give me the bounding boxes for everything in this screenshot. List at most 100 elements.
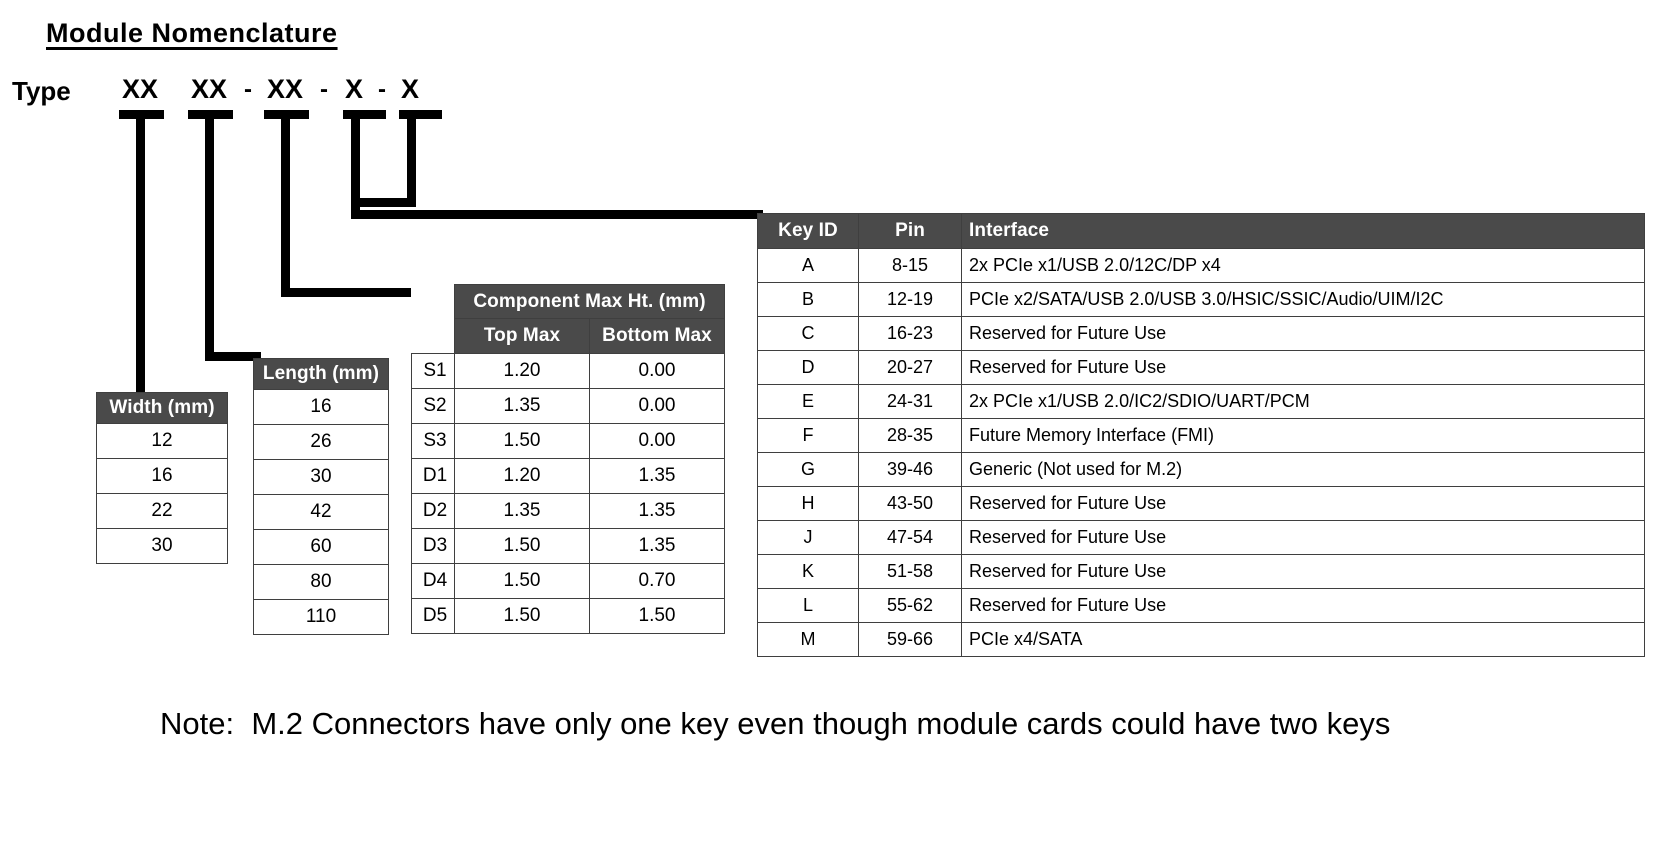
nomenclature-separator-2: - xyxy=(320,76,328,103)
nomenclature-separator-3: - xyxy=(378,76,386,103)
leader-vertical-key-a xyxy=(351,110,360,210)
pin-cell: 39-46 xyxy=(858,452,962,487)
key-id-cell: K xyxy=(757,554,859,589)
table-row: S3 1.50 0.00 xyxy=(411,422,725,459)
key-id-cell: J xyxy=(757,520,859,555)
length-value: 26 xyxy=(253,424,389,460)
interface-cell: PCIe x2/SATA/USB 2.0/USB 3.0/HSIC/SSIC/A… xyxy=(961,282,1645,317)
table-row: B 12-19 PCIe x2/SATA/USB 2.0/USB 3.0/HSI… xyxy=(757,282,1645,317)
note-text: Note: M.2 Connectors have only one key e… xyxy=(160,706,1391,741)
table-row: 80 xyxy=(253,564,389,600)
cmh-code: D5 xyxy=(411,597,455,634)
nomenclature-field-component-height: XX xyxy=(266,74,304,104)
cmh-top-max: 1.50 xyxy=(454,562,590,599)
table-row: 16 xyxy=(96,458,228,494)
cmh-code: D3 xyxy=(411,527,455,564)
interface-cell: Reserved for Future Use xyxy=(961,520,1645,555)
key-id-cell: A xyxy=(757,248,859,283)
table-row: E 24-31 2x PCIe x1/USB 2.0/IC2/SDIO/UART… xyxy=(757,384,1645,419)
interface-cell: Future Memory Interface (FMI) xyxy=(961,418,1645,453)
key-id-cell: F xyxy=(757,418,859,453)
cmh-bottom-max: 1.35 xyxy=(589,527,725,564)
cmh-subheader-top-max: Top Max xyxy=(454,318,590,354)
width-table-header: Width (mm) xyxy=(96,392,228,424)
table-row: 42 xyxy=(253,494,389,530)
interface-cell: Reserved for Future Use xyxy=(961,350,1645,385)
table-row: K 51-58 Reserved for Future Use xyxy=(757,554,1645,589)
cmh-top-max: 1.20 xyxy=(454,352,590,389)
table-row: L 55-62 Reserved for Future Use xyxy=(757,588,1645,623)
table-row: 30 xyxy=(253,459,389,495)
width-value: 30 xyxy=(96,528,228,564)
table-row: G 39-46 Generic (Not used for M.2) xyxy=(757,452,1645,487)
leader-horizontal-component-height xyxy=(281,288,417,297)
cmh-bottom-max: 0.00 xyxy=(589,422,725,459)
cmh-table-header: Component Max Ht. (mm) xyxy=(454,284,725,319)
cmh-code: S3 xyxy=(411,422,455,459)
table-row: F 28-35 Future Memory Interface (FMI) xyxy=(757,418,1645,453)
pin-cell: 8-15 xyxy=(858,248,962,283)
pin-cell: 28-35 xyxy=(858,418,962,453)
leader-vertical-length xyxy=(205,110,214,360)
key-table-header-pin: Pin xyxy=(858,213,962,249)
cmh-top-max: 1.50 xyxy=(454,422,590,459)
table-row: J 47-54 Reserved for Future Use xyxy=(757,520,1645,555)
width-table: Width (mm) 12 16 22 30 xyxy=(96,392,228,564)
leader-vertical-key-b xyxy=(407,110,416,198)
cmh-bottom-max: 1.35 xyxy=(589,457,725,494)
table-row: D3 1.50 1.35 xyxy=(411,527,725,564)
interface-cell: Reserved for Future Use xyxy=(961,486,1645,521)
table-row: D4 1.50 0.70 xyxy=(411,562,725,599)
width-value: 22 xyxy=(96,493,228,529)
cmh-corner-spacer xyxy=(412,285,455,319)
key-id-table: Key ID Pin Interface A 8-15 2x PCIe x1/U… xyxy=(757,213,1645,657)
nomenclature-field-length: XX xyxy=(190,74,228,104)
leader-horizontal-key-table xyxy=(351,210,763,219)
pin-cell: 24-31 xyxy=(858,384,962,419)
pin-cell: 16-23 xyxy=(858,316,962,351)
width-value: 12 xyxy=(96,423,228,459)
cmh-top-max: 1.20 xyxy=(454,457,590,494)
table-row: 22 xyxy=(96,493,228,529)
length-value: 110 xyxy=(253,599,389,635)
component-max-height-table: Component Max Ht. (mm) Top Max Bottom Ma… xyxy=(411,284,725,634)
nomenclature-separator-1: - xyxy=(244,76,252,103)
leader-cap-key-b xyxy=(399,110,442,119)
pin-cell: 20-27 xyxy=(858,350,962,385)
table-row: 110 xyxy=(253,599,389,635)
key-table-header-key-id: Key ID xyxy=(757,213,859,249)
cmh-top-max: 1.50 xyxy=(454,597,590,634)
length-value: 80 xyxy=(253,564,389,600)
pin-cell: 12-19 xyxy=(858,282,962,317)
width-value: 16 xyxy=(96,458,228,494)
cmh-code: S2 xyxy=(411,387,455,424)
table-row: 12 xyxy=(96,423,228,459)
table-row: M 59-66 PCIe x4/SATA xyxy=(757,622,1645,657)
interface-cell: Reserved for Future Use xyxy=(961,316,1645,351)
table-row: D 20-27 Reserved for Future Use xyxy=(757,350,1645,385)
table-row: 16 xyxy=(253,389,389,425)
leader-vertical-component-height xyxy=(281,110,290,296)
length-value: 16 xyxy=(253,389,389,425)
cmh-subheader-bottom-max: Bottom Max xyxy=(589,318,725,354)
table-row: C 16-23 Reserved for Future Use xyxy=(757,316,1645,351)
key-id-cell: B xyxy=(757,282,859,317)
interface-cell: PCIe x4/SATA xyxy=(961,622,1645,657)
cmh-bottom-max: 1.50 xyxy=(589,597,725,634)
length-value: 60 xyxy=(253,529,389,565)
length-table-header: Length (mm) xyxy=(253,358,389,390)
pin-cell: 43-50 xyxy=(858,486,962,521)
key-id-cell: M xyxy=(757,622,859,657)
cmh-bottom-max: 0.00 xyxy=(589,387,725,424)
key-id-cell: E xyxy=(757,384,859,419)
length-value: 42 xyxy=(253,494,389,530)
nomenclature-field-key-b: X xyxy=(400,74,419,104)
key-id-cell: C xyxy=(757,316,859,351)
cmh-top-max: 1.35 xyxy=(454,492,590,529)
pin-cell: 55-62 xyxy=(858,588,962,623)
interface-cell: Reserved for Future Use xyxy=(961,588,1645,623)
type-label: Type xyxy=(12,76,71,106)
cmh-bottom-max: 0.70 xyxy=(589,562,725,599)
leader-junction-keys xyxy=(351,198,416,207)
